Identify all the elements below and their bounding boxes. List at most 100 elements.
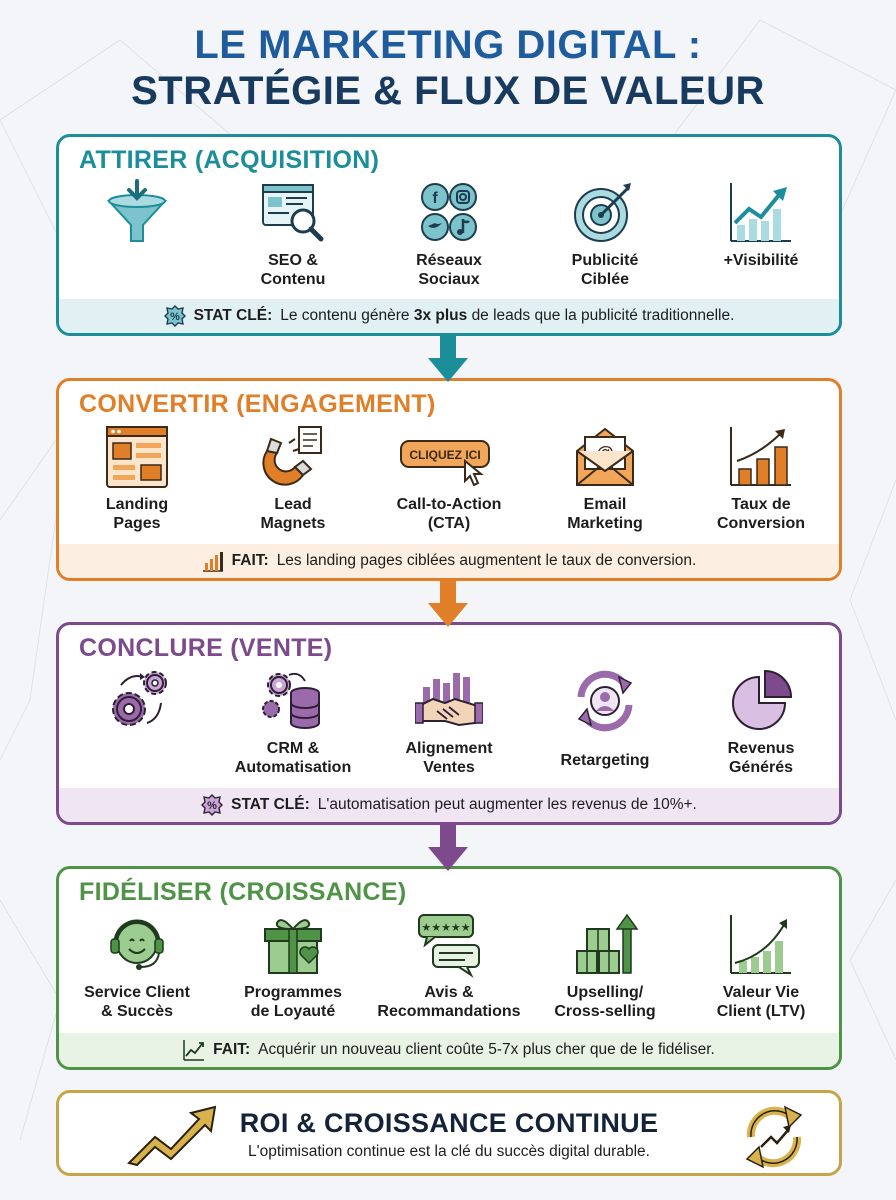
item-label-2: Automatisation: [234, 759, 352, 776]
item-label-2: Pages: [113, 515, 161, 532]
stat-bar: % STAT CLÉ: L'automatisation peut augmen…: [59, 788, 839, 822]
item-label-2: (CTA): [427, 515, 471, 532]
item-label-1: Landing: [105, 496, 169, 513]
seo-magnifier-icon: [259, 179, 327, 247]
flow-arrow-1: [428, 336, 468, 382]
stat-text: L'automatisation peut augmenter les reve…: [317, 796, 697, 813]
section-title: FIDÉLISER (CROISSANCE): [79, 878, 407, 906]
item-cta: CLIQUEZ ICI Call-to-Action(CTA): [371, 421, 527, 541]
item-crm-automatisation: CRM & Automatisation: [215, 665, 371, 785]
item-funnel: [59, 177, 215, 297]
roi-box: ROI & CROISSANCE CONTINUE L'optimisation…: [56, 1090, 842, 1176]
stat-prefix: STAT CLÉ:: [193, 307, 273, 324]
item-label-1: Programmes: [244, 984, 342, 1001]
stat-text: Les landing pages ciblées augmentent le …: [276, 552, 697, 569]
item-label-1: Réseaux: [416, 252, 482, 269]
stat-after: de leads que la publicité traditionnelle…: [471, 307, 735, 324]
item-label-1: Taux de: [731, 496, 791, 513]
cta-button-text: CLIQUEZ ICI: [409, 448, 480, 462]
stat-before: Le contenu génère: [280, 307, 410, 324]
item-label-2: Cross-selling: [554, 1003, 656, 1020]
upward-trend-arrow-icon: [127, 1105, 217, 1167]
social-networks-icon: f: [415, 179, 483, 247]
item-label-1: Lead: [274, 496, 312, 513]
stat-bar: % STAT CLÉ: Le contenu génère 3x plus de…: [59, 299, 839, 333]
flow-arrow-2: [428, 581, 468, 627]
svg-text:f: f: [432, 190, 438, 207]
stat-bold: 3x plus: [413, 307, 468, 324]
item-label-2: Sociaux: [418, 271, 480, 288]
roi-subtitle: L'optimisation continue est la clé du su…: [248, 1143, 650, 1160]
item-label-2: Conversion: [716, 515, 805, 532]
crm-database-icon: [259, 667, 327, 735]
item-label-1: SEO &: [268, 252, 318, 269]
item-label-2: Ciblée: [580, 271, 629, 288]
item-label-1: Revenus: [727, 740, 795, 757]
item-label-2: de Loyauté: [250, 1003, 336, 1020]
section-attirer: ATTIRER (ACQUISITION): [56, 134, 842, 336]
gift-icon: [259, 911, 327, 979]
svg-text:%: %: [170, 311, 180, 323]
item-seo-contenu: SEO & Contenu: [215, 177, 371, 297]
item-label-1: +Visibilité: [723, 252, 799, 269]
item-taux-conversion: Taux de Conversion: [683, 421, 839, 541]
pie-chart-icon: [727, 667, 795, 735]
email-icon: @: [571, 423, 639, 491]
stat-prefix: STAT CLÉ:: [231, 796, 310, 813]
item-label-1: Publicité: [571, 252, 639, 269]
item-label-1: Service Client: [84, 984, 190, 1001]
percent-badge-icon: %: [201, 794, 224, 816]
item-label-2: Recommandations: [377, 1003, 521, 1020]
item-label-2: Marketing: [567, 515, 643, 532]
item-label-2: & Succès: [100, 1003, 174, 1020]
growth-chart-icon: [727, 179, 795, 247]
section-title: CONVERTIR (ENGAGEMENT): [79, 390, 436, 418]
stat-bar: FAIT: Acquérir un nouveau client coûte 5…: [59, 1033, 839, 1067]
item-label-1: Retargeting: [560, 752, 650, 769]
svg-text:★★★★★: ★★★★★: [421, 921, 470, 934]
item-programmes-loyaute: Programmes de Loyauté: [215, 909, 371, 1029]
percent-badge-icon: %: [163, 305, 186, 327]
section-fideliser: FIDÉLISER (CROISSANCE) Service Client & S…: [56, 866, 842, 1070]
item-label-1: CRM &: [266, 740, 320, 757]
item-gears: [59, 665, 215, 785]
title-line-1: LE MARKETING DIGITAL :: [194, 23, 702, 67]
section-conclure: CONCLURE (VENTE): [56, 622, 842, 825]
cta-button-icon: CLIQUEZ ICI: [393, 423, 505, 491]
item-upselling: Upselling/Cross-selling: [527, 909, 683, 1029]
roi-title: ROI & CROISSANCE CONTINUE: [239, 1108, 659, 1138]
section-title: ATTIRER (ACQUISITION): [79, 146, 380, 174]
item-retargeting: Retargeting: [527, 665, 683, 785]
section-title: CONCLURE (VENTE): [79, 634, 333, 662]
item-label-1: Valeur Vie: [722, 984, 800, 1001]
retargeting-icon: [571, 667, 639, 735]
magnet-icon: [259, 423, 327, 491]
svg-text:%: %: [207, 800, 217, 812]
conversion-chart-icon: [727, 423, 795, 491]
item-label-2: Ventes: [423, 759, 475, 776]
item-service-client: Service Client & Succès: [59, 909, 215, 1029]
ltv-chart-icon: [727, 911, 795, 979]
support-headset-icon: [103, 911, 171, 979]
continuous-cycle-icon: [745, 1105, 803, 1169]
page-title: LE MARKETING DIGITAL : STRATÉGIE & FLUX …: [0, 22, 896, 114]
item-avis-recommandations: ★★★★★ Avis &Recommandations: [371, 909, 527, 1029]
review-bubbles-icon: ★★★★★: [415, 911, 483, 979]
item-label-2: Magnets: [260, 515, 326, 532]
item-label-1: Upselling/: [566, 984, 644, 1001]
funnel-icon: [103, 179, 171, 247]
handshake-icon: [415, 667, 483, 735]
stat-text: Le contenu génère 3x plus de leads que l…: [280, 307, 734, 325]
item-label-2: Contenu: [260, 271, 326, 288]
upsell-boxes-icon: [571, 911, 639, 979]
stat-prefix: FAIT:: [213, 1041, 251, 1058]
item-label-1: Email: [583, 496, 627, 513]
flow-arrow-3: [428, 825, 468, 871]
